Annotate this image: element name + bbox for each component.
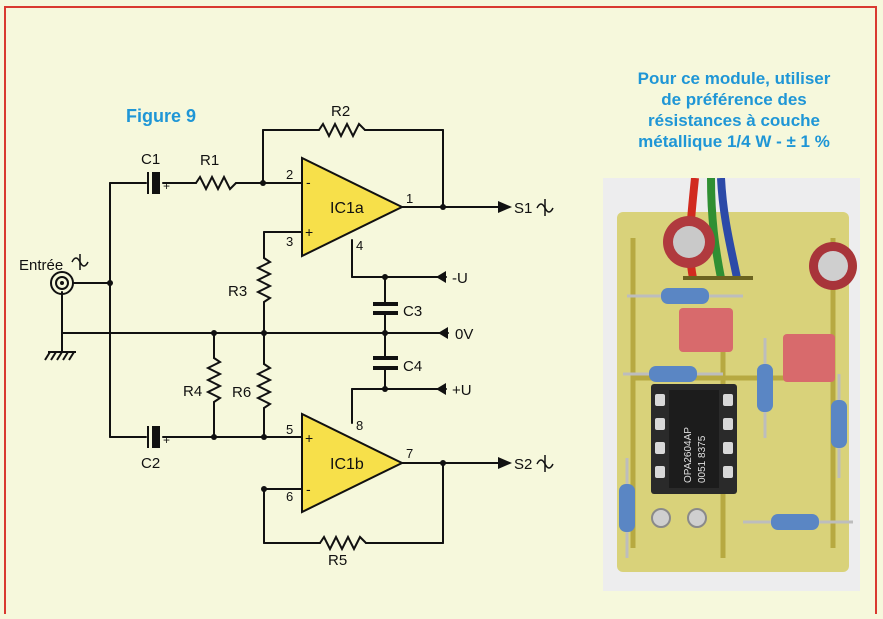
minus-u-terminal-arrow	[436, 271, 446, 283]
opamp-ic1a	[301, 156, 405, 258]
ic1b-minus-sign: -	[306, 481, 311, 497]
capacitor-c3	[373, 302, 398, 315]
capacitor-c2	[147, 426, 160, 448]
circuit-schematic: Entrée C1 R1 R2 R3 R4 R6 C2 R5 C3 C4 S1 …	[19, 103, 554, 569]
resistor	[623, 366, 723, 382]
pin-1-label: 1	[406, 191, 413, 206]
solder-pad	[687, 508, 707, 528]
pin-5-label: 5	[286, 422, 293, 437]
figure-frame	[4, 6, 877, 614]
signal-wave-icon	[536, 199, 554, 216]
capacitor-c4	[373, 356, 398, 370]
resistor	[627, 288, 743, 304]
c4-label: C4	[403, 358, 422, 375]
output-s1-arrow	[498, 201, 512, 213]
opa2604-chip	[669, 390, 719, 488]
zero-volt-terminal-arrow	[438, 327, 448, 339]
chip-marking-line-1: OPA2604AP	[683, 427, 694, 483]
figure-title: Figure 9	[126, 106, 197, 126]
resistor	[757, 338, 773, 438]
signal-wave-icon	[536, 455, 554, 472]
module-photo: OPA2604AP 0051 8375	[603, 178, 860, 591]
r4-label: R4	[183, 383, 202, 400]
junction-dot	[260, 180, 266, 186]
r6-label: R6	[232, 384, 251, 401]
resistor	[743, 514, 853, 530]
note-line-3: résistances à couche	[648, 111, 820, 130]
junction-dot	[211, 330, 217, 336]
plus-u-label: +U	[452, 382, 472, 399]
film-capacitor	[783, 334, 835, 382]
junction-dot	[261, 330, 267, 336]
c2-label: C2	[141, 455, 160, 472]
electrolytic-capacitor	[663, 216, 715, 268]
pin-3-label: 3	[286, 234, 293, 249]
note-line-4: métallique 1/4 W - ± 1 %	[638, 132, 830, 151]
junction-dot	[382, 386, 388, 392]
resistor-r3	[255, 257, 273, 303]
c1-plus-sign: +	[163, 179, 170, 193]
ic1b-plus-sign: +	[305, 430, 313, 446]
junction-dot	[261, 434, 267, 440]
resistor-r6	[255, 363, 273, 409]
minus-u-label: -U	[452, 270, 468, 287]
resistor-r2	[318, 121, 366, 139]
chip-marking-line-2: 0051 8375	[697, 435, 708, 483]
film-capacitor	[679, 308, 733, 352]
resistor-r4	[205, 357, 223, 403]
opamp-ic1b	[301, 412, 405, 514]
junction-dot	[382, 330, 388, 336]
ic1b-label: IC1b	[330, 456, 364, 473]
s1-label: S1	[514, 200, 532, 217]
s2-label: S2	[514, 456, 532, 473]
junction-dot	[211, 434, 217, 440]
ground-icon	[44, 351, 76, 361]
resistor	[619, 458, 635, 558]
zero-volt-label: 0V	[455, 326, 473, 343]
output-s2-arrow	[498, 457, 512, 469]
c2-plus-sign: +	[163, 433, 170, 447]
note-line-2: de préférence des	[661, 90, 807, 109]
c3-label: C3	[403, 303, 422, 320]
junction-dot	[261, 486, 267, 492]
electrolytic-capacitor	[809, 242, 857, 290]
pin-4-label: 4	[356, 238, 363, 253]
junction-dot	[382, 274, 388, 280]
resistor-r5	[319, 534, 367, 552]
pin-8-label: 8	[356, 418, 363, 433]
r1-label: R1	[200, 152, 219, 169]
blue-wire	[717, 178, 741, 279]
resistor	[831, 374, 847, 478]
junction-dot	[440, 460, 446, 466]
signal-wave-icon	[71, 254, 89, 270]
plus-u-terminal-arrow	[436, 383, 446, 395]
junction-dot	[107, 280, 113, 286]
ic1a-minus-sign: -	[306, 174, 311, 190]
green-wire	[707, 178, 725, 279]
capacitor-c1	[147, 172, 160, 194]
r3-label: R3	[228, 283, 247, 300]
input-label: Entrée	[19, 257, 63, 274]
r2-label: R2	[331, 103, 350, 120]
ic1a-plus-sign: +	[305, 224, 313, 240]
r5-label: R5	[328, 552, 347, 569]
ic1a-label: IC1a	[330, 200, 364, 217]
pin-7-label: 7	[406, 446, 413, 461]
resistor-r1	[195, 174, 237, 192]
note-text: Pour ce module, utiliser de préférence d…	[600, 68, 868, 152]
junction-dot	[440, 204, 446, 210]
pin-2-label: 2	[286, 167, 293, 182]
c1-label: C1	[141, 151, 160, 168]
pin-6-label: 6	[286, 489, 293, 504]
input-connector-icon	[50, 271, 74, 295]
note-line-1: Pour ce module, utiliser	[637, 69, 831, 88]
solder-pad	[651, 508, 671, 528]
